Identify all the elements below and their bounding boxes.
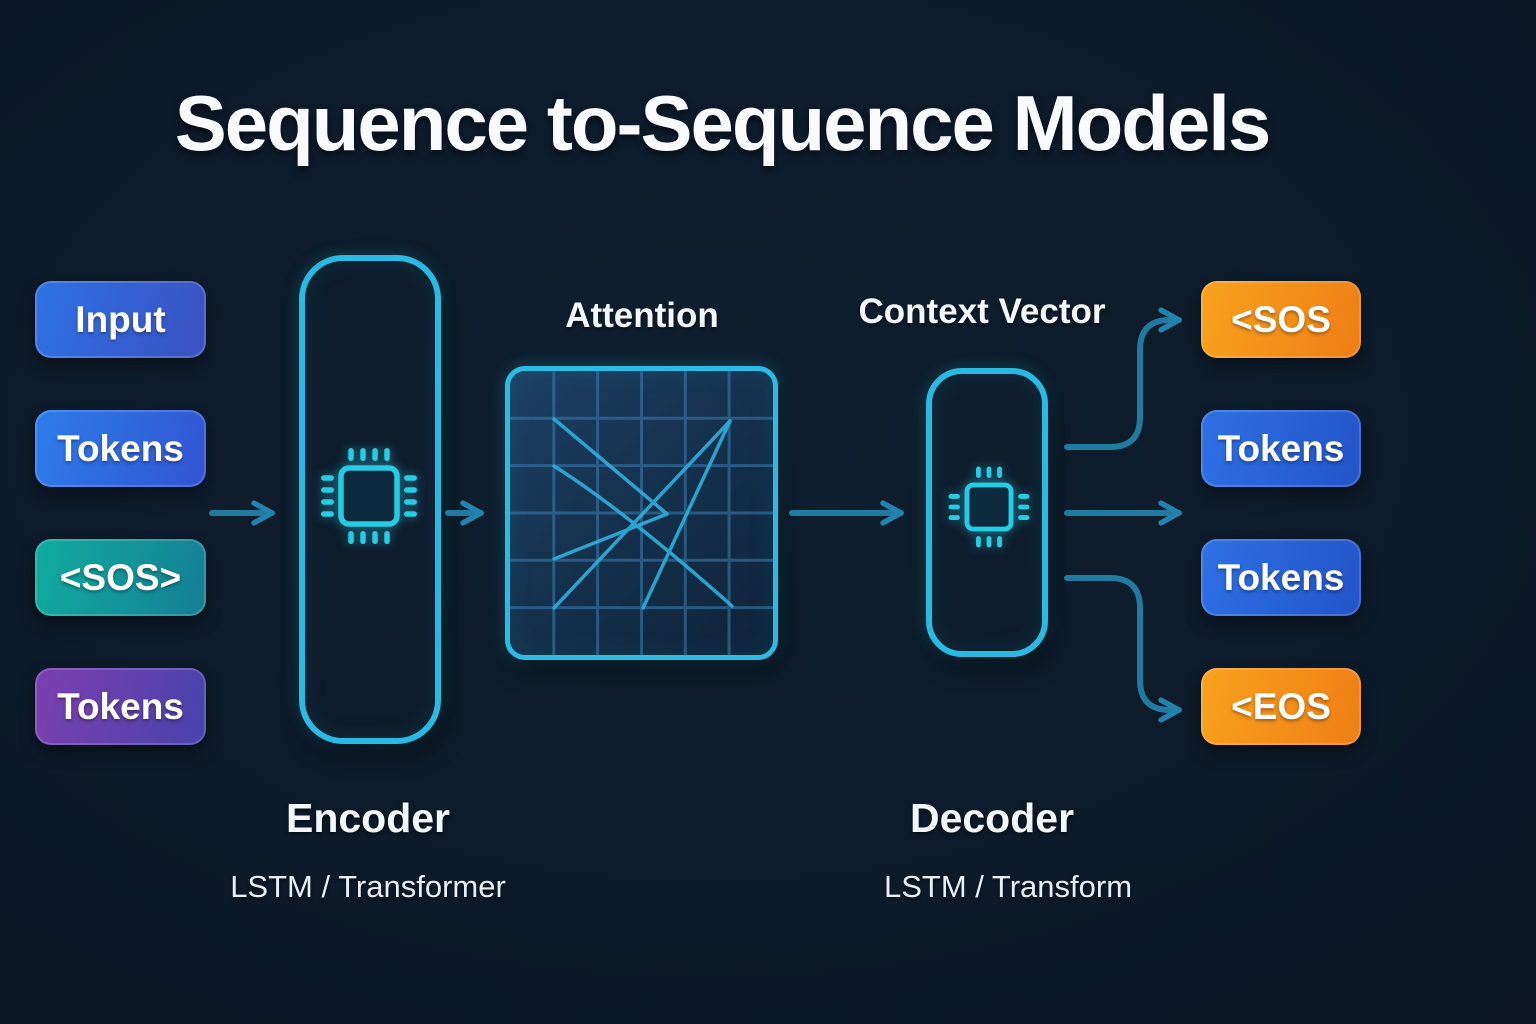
context-vector-label: Context Vector <box>858 292 1106 331</box>
cpu-chip-icon <box>321 448 417 544</box>
token-label: Input <box>75 298 166 340</box>
encoder-label: Encoder <box>285 795 451 841</box>
input-token-box-tokens-1: Tokens <box>35 410 206 487</box>
output-token-box-sos: <SOS <box>1201 281 1361 358</box>
decoder-block <box>926 368 1048 657</box>
input-token-box-tokens-2: Tokens <box>35 668 206 745</box>
output-token-box-eos: <EOS <box>1201 668 1361 745</box>
token-label: Tokens <box>1217 556 1345 598</box>
token-label: <SOS> <box>59 556 182 598</box>
arrow-decoder-to-eos <box>1064 575 1182 723</box>
page-title: Sequence to-Sequence Models <box>174 79 1272 167</box>
token-label: Tokens <box>57 685 184 727</box>
attention-pattern <box>510 371 773 655</box>
attention-grid-box <box>505 366 778 660</box>
token-label: Tokens <box>1217 427 1345 469</box>
attention-lines <box>552 417 734 610</box>
token-label: Tokens <box>57 427 184 469</box>
cpu-chip-icon <box>948 466 1030 548</box>
attention-label: Attention <box>565 296 719 335</box>
arrow-decoder-to-sos <box>1064 307 1182 450</box>
output-token-box-tokens-1: Tokens <box>1201 410 1361 487</box>
encoder-sublabel: LSTM / Transformer <box>230 869 506 904</box>
output-token-box-tokens-2: Tokens <box>1201 539 1361 616</box>
decoder-sublabel: LSTM / Transform <box>883 869 1133 904</box>
token-label: <SOS <box>1231 298 1331 340</box>
input-token-box-input: Input <box>35 281 206 358</box>
input-token-box-sos: <SOS> <box>35 539 206 616</box>
decoder-label: Decoder <box>909 795 1075 841</box>
encoder-block <box>299 255 441 744</box>
token-label: <EOS <box>1231 685 1331 727</box>
